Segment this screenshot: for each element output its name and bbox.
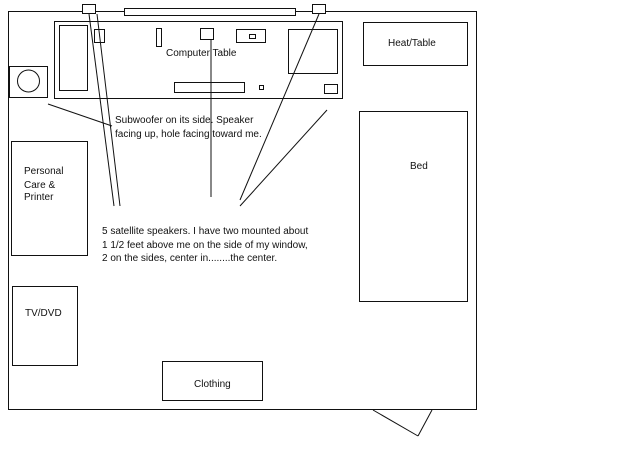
personal-care-printer: Personal Care & Printer: [11, 141, 88, 256]
heat-table-label: Heat/Table: [388, 38, 436, 49]
desk-item: [236, 29, 266, 43]
clothing: Clothing: [162, 361, 263, 401]
desk-item: [249, 34, 256, 39]
personal-care-label-line3: Printer: [24, 192, 54, 203]
personal-care-label-line2: Care &: [24, 180, 55, 191]
desk-item: [94, 29, 105, 43]
keyboard: [174, 82, 245, 93]
speakers-note: 5 satellite speakers. I have two mounted…: [102, 226, 308, 264]
computer-table-label: Computer Table: [166, 48, 237, 59]
computer-tower: [59, 25, 88, 91]
subwoofer-note: Subwoofer on its side. Speaker facing up…: [115, 115, 262, 140]
window: [124, 8, 296, 16]
bed: Bed: [359, 111, 468, 302]
bed-label: Bed: [410, 161, 428, 172]
desk-item: [259, 85, 264, 90]
speakers-note-line2: 1 1/2 feet above me on the side of my wi…: [102, 240, 308, 251]
desk-item: [324, 84, 338, 94]
satellite-speaker-right: [312, 4, 326, 14]
clothing-label: Clothing: [194, 379, 231, 390]
subwoofer-note-line1: Subwoofer on its side. Speaker: [115, 115, 254, 126]
personal-care-label-line1: Personal: [24, 166, 63, 177]
speaker-sightlines: [47, 13, 328, 207]
subwoofer-note-line2: facing up, hole facing toward me.: [115, 129, 262, 140]
speakers-note-line1: 5 satellite speakers. I have two mounted…: [102, 226, 308, 237]
desk-item: [200, 28, 214, 40]
door: [372, 409, 433, 437]
monitor: [288, 29, 338, 74]
desk-item: [156, 28, 162, 47]
speakers-note-line3: 2 on the sides, center in........the cen…: [102, 253, 277, 264]
tv-dvd-label: TV/DVD: [25, 308, 62, 319]
heat-table: Heat/Table: [363, 22, 468, 66]
satellite-speaker-left: [82, 4, 96, 14]
subwoofer: [9, 66, 48, 98]
tv-dvd: TV/DVD: [12, 286, 78, 366]
